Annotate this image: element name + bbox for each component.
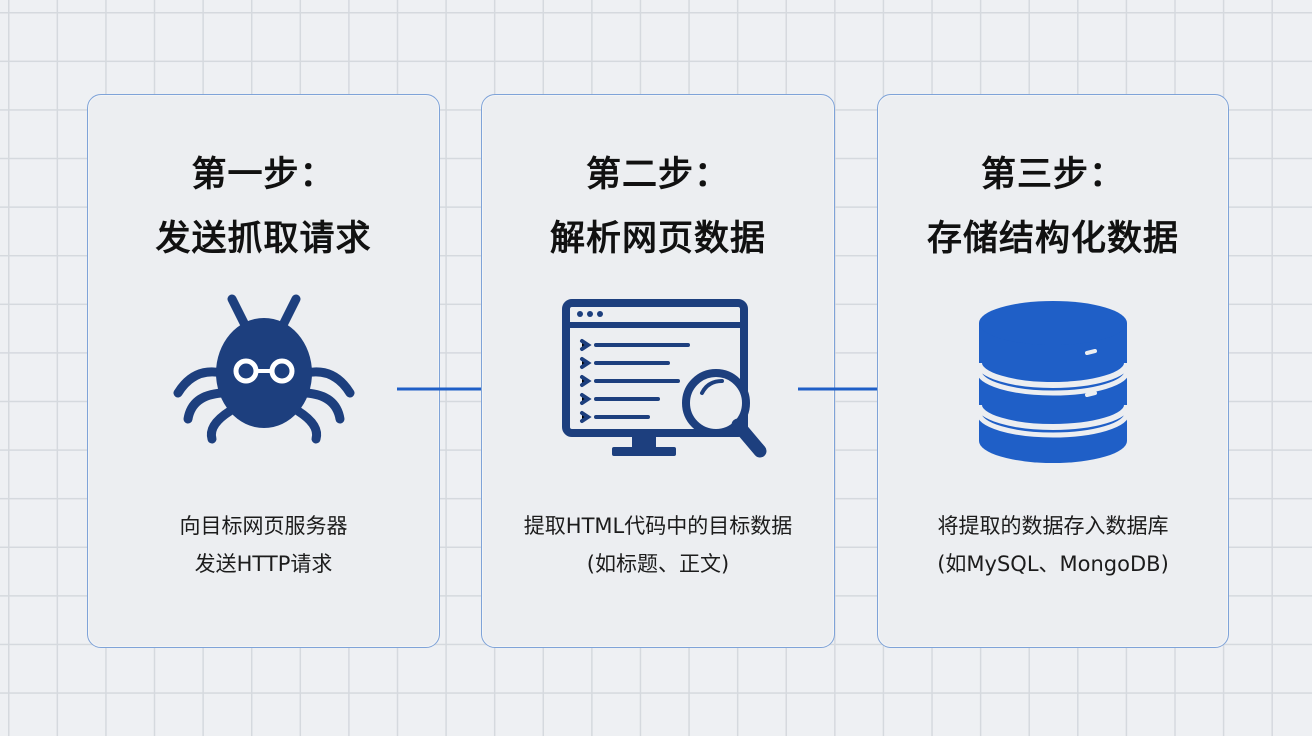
- step-3-desc-line1: 将提取的数据存入数据库: [937, 514, 1169, 538]
- step-1-title: 第一步： 发送抓取请求: [88, 143, 439, 271]
- step-card-2: 第二步： 解析网页数据: [481, 94, 835, 648]
- step-1-desc-line1: 向目标网页服务器: [179, 514, 348, 538]
- step-2-desc-line2: (如标题、正文): [586, 552, 730, 576]
- step-card-1: 第一步： 发送抓取请求: [87, 94, 440, 648]
- step-2-description: 提取HTML代码中的目标数据 (如标题、正文): [482, 507, 834, 583]
- step-1-title-line2: 发送抓取请求: [155, 219, 372, 259]
- step-1-title-line1: 第一步：: [191, 155, 336, 195]
- database-icon: [878, 293, 1228, 473]
- step-2-desc-line1: 提取HTML代码中的目标数据: [523, 514, 793, 538]
- step-3-title: 第三步： 存储结构化数据: [878, 143, 1228, 271]
- step-1-desc-line2: 发送HTTP请求: [194, 552, 333, 576]
- step-2-title-line1: 第二步：: [585, 155, 730, 195]
- step-2-title: 第二步： 解析网页数据: [482, 143, 834, 271]
- spider-bug-icon: [88, 293, 439, 473]
- step-3-title-line2: 存储结构化数据: [926, 219, 1179, 259]
- step-1-description: 向目标网页服务器 发送HTTP请求: [88, 507, 439, 583]
- step-3-description: 将提取的数据存入数据库 (如MySQL、MongoDB): [878, 507, 1228, 583]
- step-card-3: 第三步： 存储结构化数据: [877, 94, 1229, 648]
- step-3-title-line1: 第三步：: [980, 155, 1125, 195]
- step-3-desc-line2: (如MySQL、MongoDB): [937, 552, 1169, 576]
- step-2-title-line2: 解析网页数据: [549, 219, 766, 259]
- monitor-magnifier-icon: [482, 293, 834, 473]
